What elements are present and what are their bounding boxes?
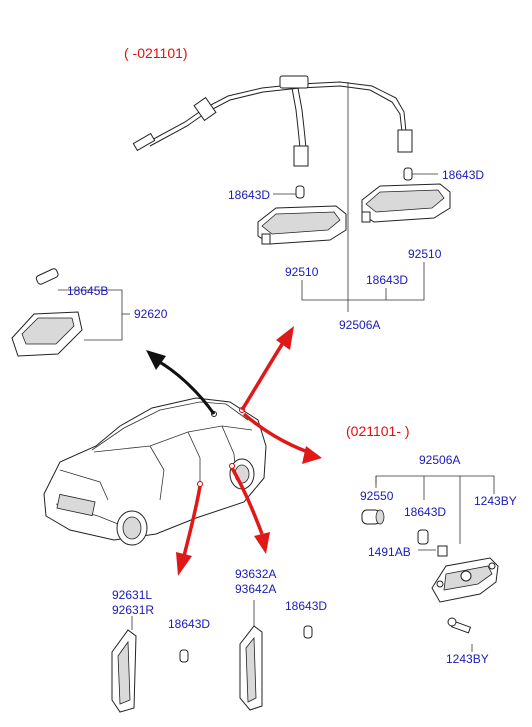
- label-bulb-right-assy: 18643D: [404, 505, 447, 519]
- vanity-lamp: [11, 268, 83, 357]
- label-assembly-right: 92506A: [419, 453, 461, 467]
- map-lamp-left: [257, 205, 347, 245]
- label-assembly-top: 92506A: [339, 318, 381, 332]
- label-lamp-right: 92510: [408, 247, 442, 261]
- vanity-leaders: [58, 289, 130, 341]
- door-lamp-bulb: [179, 649, 189, 663]
- dome-lamp-housing: [431, 557, 499, 603]
- period-label-before: ( -021101): [124, 45, 188, 61]
- label-screw-bottom: 1243BY: [446, 652, 489, 666]
- bulb-assy-right: [417, 529, 429, 545]
- arrow-to-map-lamp: [240, 326, 294, 411]
- label-screw-top: 1243BY: [474, 494, 517, 508]
- courtesy-lamp: [239, 625, 263, 711]
- label-door-lamp-l: 92631L: [112, 588, 153, 602]
- clip-part: [437, 545, 448, 557]
- door-lamp-left: [111, 629, 137, 713]
- label-switch: 92550: [360, 489, 394, 503]
- label-wire-bulb-right: 18643D: [442, 168, 485, 182]
- wiring-harness: [132, 75, 413, 167]
- switch-part: [361, 509, 385, 525]
- arrow-to-courtesy-lamp: [230, 467, 270, 554]
- bulb-top-right: [403, 167, 413, 181]
- period-label-after: (021101- ): [346, 423, 410, 439]
- top-assembly-leaders: [301, 82, 425, 312]
- label-wire-bulb-left: 18643D: [228, 188, 271, 202]
- arrow-to-door-lamp: [176, 485, 202, 576]
- screw-part: [447, 617, 472, 634]
- label-bulb-mid: 18643D: [366, 273, 409, 287]
- arrow-to-vanity: [146, 350, 216, 415]
- arrow-to-new-assembly: [242, 412, 322, 464]
- bulb-top-left: [295, 185, 305, 199]
- map-lamp-right: [361, 183, 451, 223]
- label-clip: 1491AB: [368, 545, 411, 559]
- label-vanity-lamp: 92620: [134, 307, 168, 321]
- label-door-lamp-r: 92631R: [112, 603, 155, 617]
- label-door-bulb: 18643D: [168, 617, 211, 631]
- label-courtesy-a: 93632A: [235, 567, 277, 581]
- label-courtesy-b: 93642A: [235, 582, 277, 596]
- new-assembly-leaders: [375, 475, 495, 652]
- label-bulb-vanity: 18645B: [67, 284, 109, 298]
- label-courtesy-bulb: 18643D: [285, 599, 328, 613]
- car-illustration: [43, 397, 267, 546]
- courtesy-bulb: [303, 625, 313, 639]
- label-lamp-left: 92510: [285, 265, 319, 279]
